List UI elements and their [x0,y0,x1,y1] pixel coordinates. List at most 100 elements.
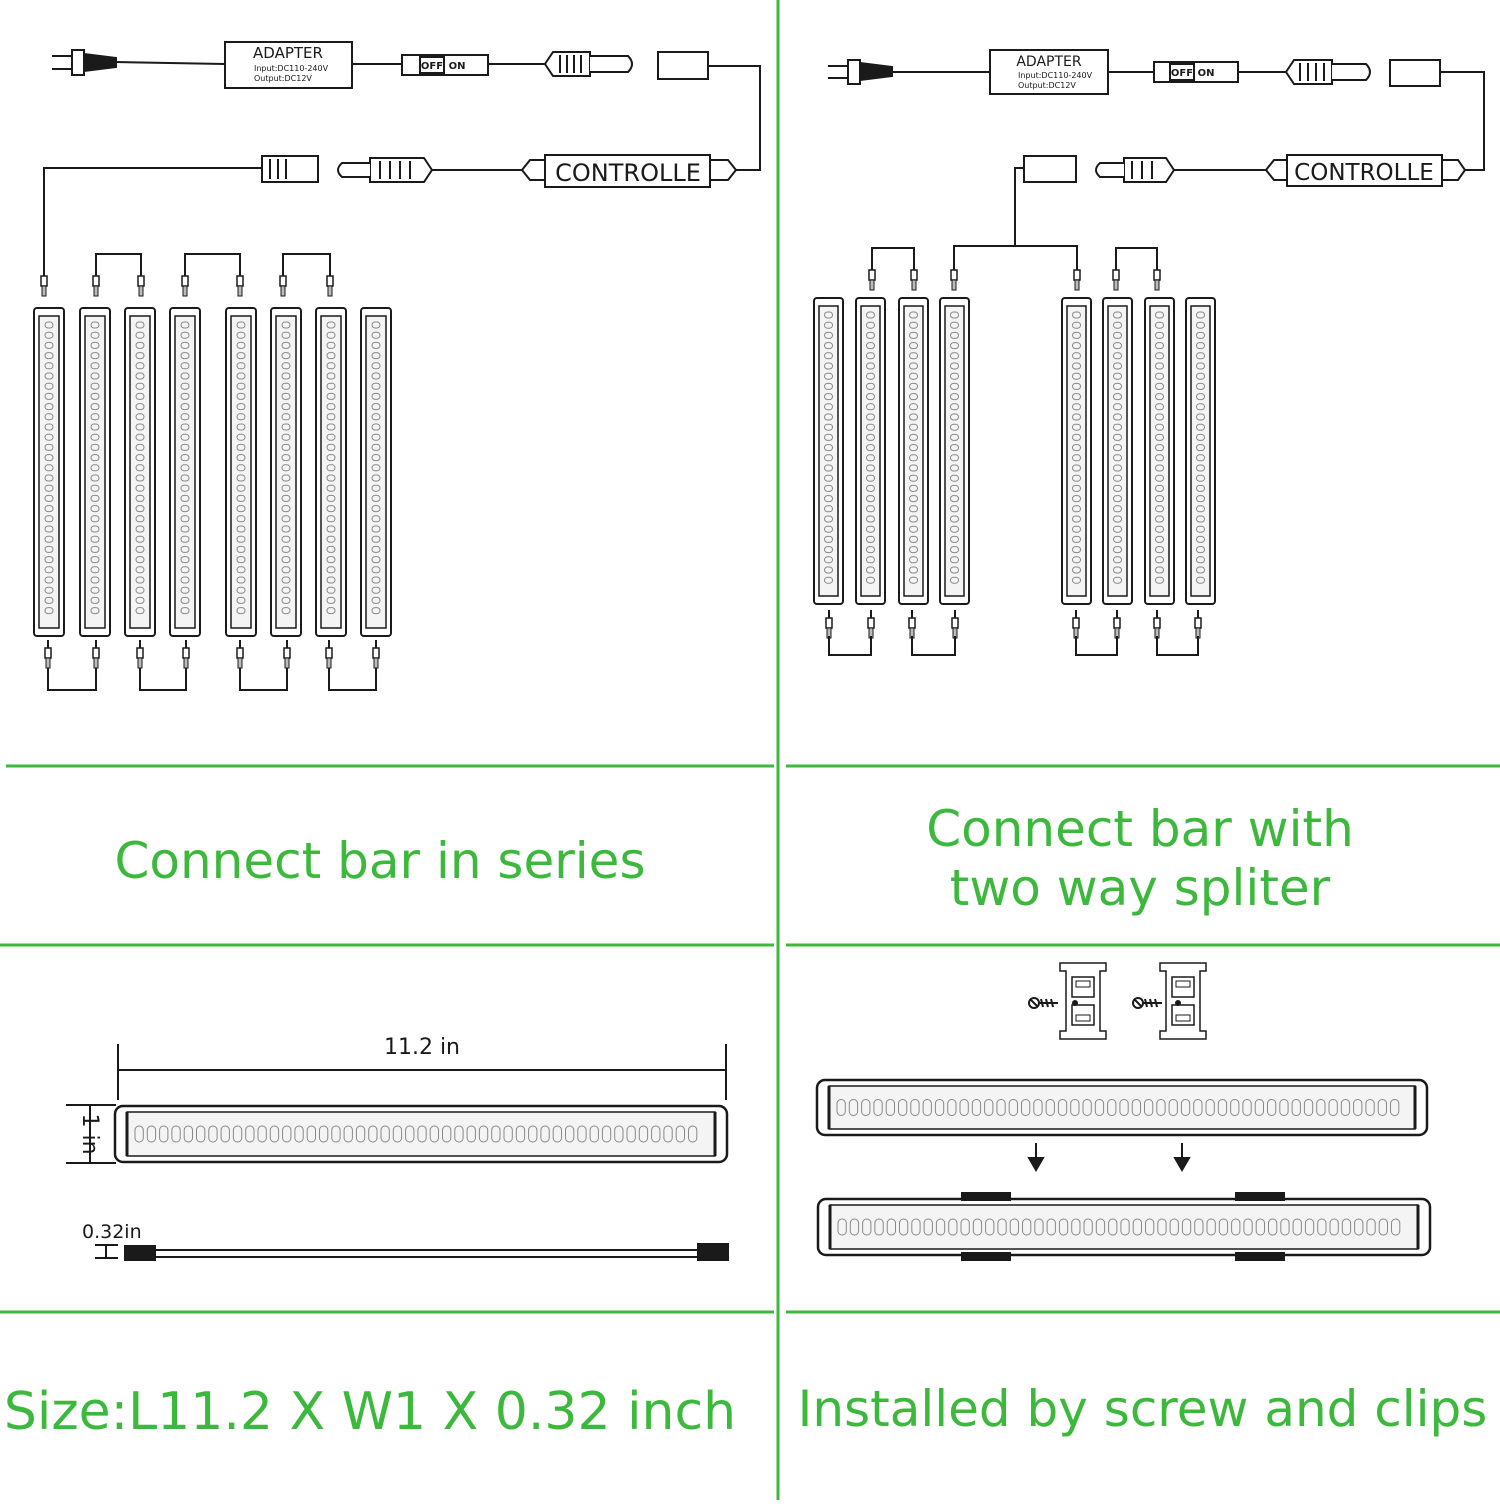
led-chip [1354,1218,1364,1236]
led-chip [1196,393,1205,401]
led-chip [236,484,246,492]
led-chip [866,444,875,452]
led-chip [1156,1099,1166,1116]
led-chip [866,484,875,492]
led-chip [135,556,145,564]
led-chip [326,331,336,339]
led-chip [180,586,190,594]
bar-connector [92,640,100,669]
led-chip [232,1125,243,1143]
led-chip [135,443,145,451]
led-chip [281,484,291,492]
led-chip [1113,342,1122,350]
led-chip [950,464,959,472]
led-chip [180,525,190,533]
led-chip [180,505,190,513]
led-chip [326,443,336,451]
wire-plug-adapter [115,61,226,65]
led-chip [862,1218,872,1236]
bar-connector [950,262,958,291]
led-chip [135,505,145,513]
led-chip [866,403,875,411]
led-chip [371,392,381,400]
bar-connector [40,268,48,297]
led-chip [909,566,918,574]
jumper-cable [47,668,97,691]
wire-to-controller [708,65,761,171]
led-chip [1113,556,1122,564]
led-chip [90,454,100,462]
led-chip [44,494,54,502]
led-chip [135,474,145,482]
led-chip [950,433,959,441]
led-chip [909,362,918,370]
led-chip [824,362,833,370]
led-chip [180,352,190,360]
led-chip [1155,454,1164,462]
led-chip [44,596,54,604]
led-bar [225,307,257,637]
bar-connector [181,268,189,297]
led-chip [1206,1218,1216,1236]
jumper-cable [239,668,288,691]
led-chip [326,566,336,574]
led-chip [909,352,918,360]
led-chip [180,392,190,400]
wire-to-first-bar [43,167,262,268]
led-chip [950,576,959,584]
led-chip [824,413,833,421]
led-chip [90,331,100,339]
led-chip [1155,546,1164,554]
caption-splitter-line1: Connect bar with [926,800,1354,858]
led-chip [866,515,875,523]
led-chip [1034,1218,1044,1236]
led-chip [950,515,959,523]
led-chip [866,382,875,390]
led-chip [910,1099,920,1116]
led-chip [909,474,918,482]
led-chip [824,342,833,350]
led-chip [1292,1218,1302,1236]
led-chip [985,1218,995,1236]
led-chip [326,413,336,421]
led-chip [326,515,336,523]
jumper-cable [828,636,872,656]
led-chip [236,607,246,615]
led-chip [371,556,381,564]
led-chip [454,1125,464,1143]
led-chip [909,495,918,503]
led-chip [1196,423,1205,431]
bar-connector [825,610,833,639]
led-chip [1113,566,1122,574]
led-bar [270,307,302,637]
led-chip [180,576,190,584]
led-chip [326,545,336,553]
led-chip [44,382,54,390]
led-chip [1366,1218,1376,1236]
led-chip [1072,535,1081,543]
caption-size: Size:L11.2 X W1 X 0.32 inch [3,1382,737,1442]
led-chip [180,545,190,553]
led-chip [326,423,336,431]
led-chip [371,484,381,492]
led-chip [180,464,190,472]
led-chip [90,566,100,574]
screw-icon [1028,997,1078,1009]
led-chip [44,341,54,349]
led-chip [1033,1099,1043,1116]
clip-top-left [961,1192,1011,1201]
led-chip [1155,372,1164,380]
adapter-title: ADAPTER [1016,54,1082,70]
led-chip [281,525,291,533]
led-chip [540,1125,550,1143]
led-chip [236,586,246,594]
led-chip [44,607,54,615]
led-bar [939,297,970,605]
led-chip [281,464,291,472]
led-chip [1072,556,1081,564]
led-chip [866,495,875,503]
led-chip [1196,311,1205,319]
led-chip [950,413,959,421]
led-chip [1113,423,1122,431]
